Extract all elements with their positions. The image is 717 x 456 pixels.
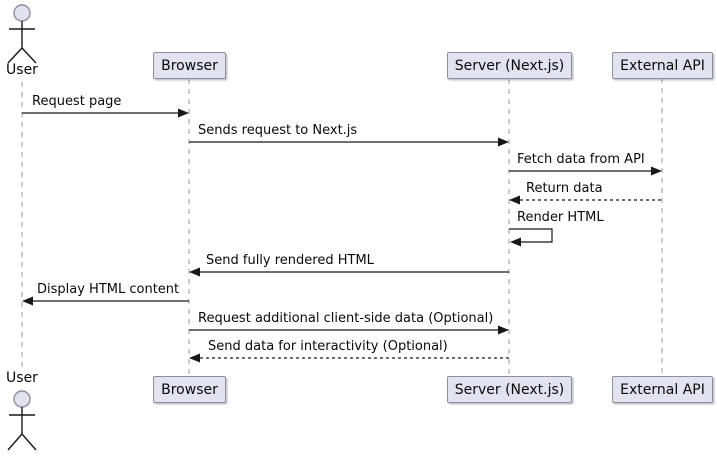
message-label-display-html: Display HTML content [37,282,180,297]
participant-external-api-top: External API [612,52,713,79]
message-label-request-additional-data: Request additional client-side data (Opt… [198,311,494,326]
message-arrow-return-data [509,195,662,205]
participant-server-top: Server (Next.js) [447,52,572,79]
actor-user-label-bottom: User [6,370,38,386]
message-arrow-display-html [22,296,189,306]
participant-browser-top: Browser [153,52,226,79]
message-label-request-page: Request page [32,94,122,109]
message-label-render-html: Render HTML [517,210,604,225]
message-arrow-sends-request [189,137,509,147]
message-label-send-interactivity-data: Send data for interactivity (Optional) [208,339,448,354]
participant-external-api-bottom: External API [612,376,713,403]
message-arrow-fetch-data [509,166,662,176]
message-arrow-render-html-self [509,228,553,247]
actor-user-figure-top [7,4,37,64]
message-arrow-send-interactivity-data [189,353,509,363]
message-label-return-data: Return data [526,181,603,196]
message-label-send-rendered-html: Send fully rendered HTML [206,253,374,268]
actor-user-label-top: User [6,62,38,78]
message-label-sends-request: Sends request to Next.js [198,123,358,138]
participant-server-bottom: Server (Next.js) [447,376,572,403]
actor-user-figure-bottom [7,390,37,451]
message-arrow-send-rendered-html [189,267,509,277]
participant-browser-bottom: Browser [153,376,226,403]
message-label-fetch-data: Fetch data from API [517,152,645,167]
message-arrow-request-page [22,108,189,118]
message-arrow-request-additional-data [189,325,509,335]
